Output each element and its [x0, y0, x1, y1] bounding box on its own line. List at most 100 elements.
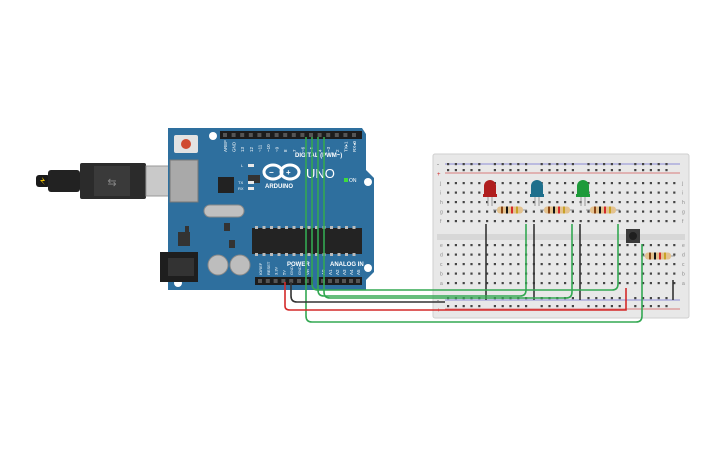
- bb-hole[interactable]: [447, 210, 450, 213]
- bb-hole[interactable]: [470, 272, 473, 275]
- bb-hole[interactable]: [532, 201, 535, 204]
- rail-hole[interactable]: [649, 169, 652, 172]
- bb-hole[interactable]: [603, 263, 606, 266]
- bb-hole[interactable]: [673, 263, 676, 266]
- bb-hole[interactable]: [571, 182, 574, 185]
- rail-hole[interactable]: [501, 305, 504, 308]
- header-hole[interactable]: [289, 279, 294, 283]
- rail-hole[interactable]: [571, 305, 574, 308]
- bb-hole[interactable]: [649, 191, 652, 194]
- bb-hole[interactable]: [595, 263, 598, 266]
- bb-hole[interactable]: [486, 244, 489, 247]
- rail-hole[interactable]: [642, 297, 645, 300]
- bb-hole[interactable]: [517, 263, 520, 266]
- bb-hole[interactable]: [462, 201, 465, 204]
- bb-hole[interactable]: [447, 182, 450, 185]
- bb-hole[interactable]: [486, 282, 489, 285]
- bb-hole[interactable]: [525, 201, 528, 204]
- rail-hole[interactable]: [587, 297, 590, 300]
- bb-hole[interactable]: [626, 244, 629, 247]
- rail-hole[interactable]: [603, 305, 606, 308]
- resistor[interactable]: [641, 252, 675, 260]
- digital-header[interactable]: [220, 131, 362, 139]
- bb-hole[interactable]: [454, 282, 457, 285]
- led-red[interactable]: [483, 180, 497, 206]
- bb-hole[interactable]: [454, 210, 457, 213]
- header-hole[interactable]: [356, 279, 360, 283]
- bb-hole[interactable]: [454, 191, 457, 194]
- bb-hole[interactable]: [470, 201, 473, 204]
- bb-hole[interactable]: [626, 220, 629, 223]
- rail-hole[interactable]: [634, 305, 637, 308]
- bb-hole[interactable]: [454, 220, 457, 223]
- bb-hole[interactable]: [462, 272, 465, 275]
- bb-hole[interactable]: [657, 210, 660, 213]
- rail-hole[interactable]: [470, 305, 473, 308]
- bb-hole[interactable]: [618, 282, 621, 285]
- bb-hole[interactable]: [626, 282, 629, 285]
- bb-hole[interactable]: [486, 210, 489, 213]
- bb-hole[interactable]: [571, 253, 574, 256]
- bb-hole[interactable]: [548, 182, 551, 185]
- header-hole[interactable]: [328, 279, 332, 283]
- bb-hole[interactable]: [571, 244, 574, 247]
- bb-hole[interactable]: [540, 272, 543, 275]
- rail-hole[interactable]: [610, 169, 613, 172]
- bb-hole[interactable]: [657, 263, 660, 266]
- bb-hole[interactable]: [642, 182, 645, 185]
- rail-hole[interactable]: [454, 305, 457, 308]
- bb-hole[interactable]: [509, 182, 512, 185]
- bb-hole[interactable]: [634, 272, 637, 275]
- bb-hole[interactable]: [579, 220, 582, 223]
- bb-hole[interactable]: [610, 263, 613, 266]
- rail-hole[interactable]: [618, 297, 621, 300]
- bb-hole[interactable]: [649, 244, 652, 247]
- bb-hole[interactable]: [603, 182, 606, 185]
- bb-hole[interactable]: [587, 210, 590, 213]
- rail-hole[interactable]: [571, 169, 574, 172]
- bb-hole[interactable]: [610, 272, 613, 275]
- rail-hole[interactable]: [642, 163, 645, 166]
- bb-hole[interactable]: [540, 201, 543, 204]
- bb-hole[interactable]: [618, 272, 621, 275]
- bb-hole[interactable]: [493, 220, 496, 223]
- bb-hole[interactable]: [657, 201, 660, 204]
- bb-hole[interactable]: [501, 182, 504, 185]
- bb-hole[interactable]: [501, 253, 504, 256]
- bb-hole[interactable]: [595, 201, 598, 204]
- header-hole[interactable]: [231, 133, 236, 137]
- header-hole[interactable]: [266, 133, 270, 137]
- rail-hole[interactable]: [610, 305, 613, 308]
- bb-hole[interactable]: [454, 253, 457, 256]
- rail-hole[interactable]: [564, 163, 567, 166]
- bb-hole[interactable]: [470, 253, 473, 256]
- bb-hole[interactable]: [665, 244, 668, 247]
- bb-hole[interactable]: [517, 244, 520, 247]
- bb-hole[interactable]: [626, 201, 629, 204]
- rail-hole[interactable]: [509, 169, 512, 172]
- bb-hole[interactable]: [603, 191, 606, 194]
- rail-hole[interactable]: [571, 297, 574, 300]
- rail-hole[interactable]: [564, 305, 567, 308]
- bb-hole[interactable]: [571, 282, 574, 285]
- header-hole[interactable]: [240, 133, 245, 137]
- rail-hole[interactable]: [657, 163, 660, 166]
- bb-hole[interactable]: [673, 191, 676, 194]
- bb-hole[interactable]: [564, 201, 567, 204]
- bb-hole[interactable]: [478, 282, 481, 285]
- rail-hole[interactable]: [493, 305, 496, 308]
- bb-hole[interactable]: [564, 282, 567, 285]
- bb-hole[interactable]: [470, 182, 473, 185]
- bb-hole[interactable]: [525, 191, 528, 194]
- bb-hole[interactable]: [509, 191, 512, 194]
- bb-hole[interactable]: [603, 282, 606, 285]
- rail-hole[interactable]: [454, 163, 457, 166]
- header-hole[interactable]: [317, 133, 322, 137]
- rail-hole[interactable]: [610, 297, 613, 300]
- rail-hole[interactable]: [470, 169, 473, 172]
- bb-hole[interactable]: [478, 210, 481, 213]
- bb-hole[interactable]: [509, 282, 512, 285]
- bb-hole[interactable]: [447, 253, 450, 256]
- rail-hole[interactable]: [618, 169, 621, 172]
